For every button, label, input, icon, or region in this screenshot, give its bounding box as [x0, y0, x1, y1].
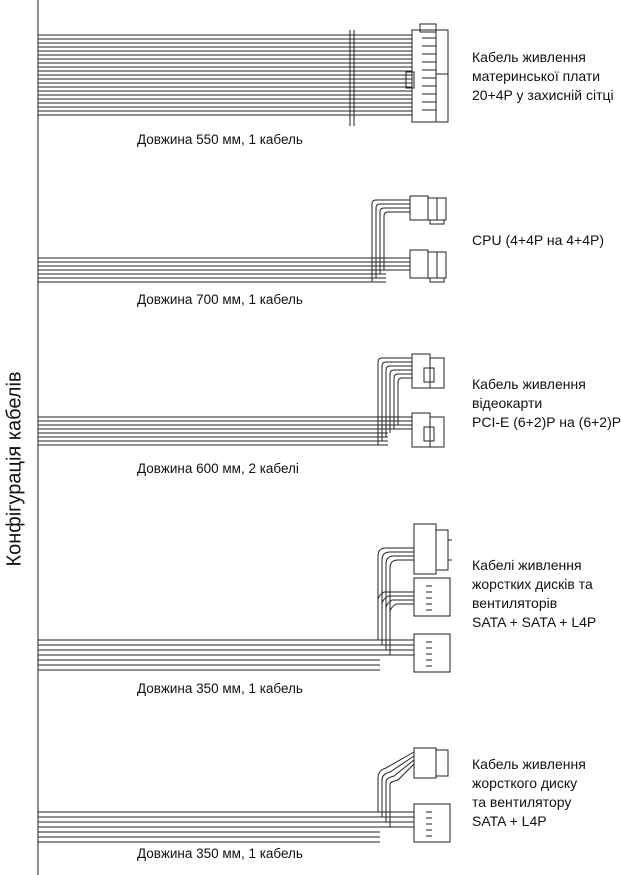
- label-line: PCI-E (6+2)P на (6+2)P: [472, 414, 621, 430]
- label-line: та вентилятору: [472, 794, 572, 810]
- sata-sata-l4p-cable-drawing: [38, 523, 452, 673]
- page-title: Конфігурація кабелів: [3, 371, 26, 567]
- sata-l4p-cable-drawing: [38, 747, 451, 843]
- vertical-title-container: Конфігурація кабелів: [0, 0, 30, 875]
- label-line: CPU (4+4P на 4+4P): [472, 232, 604, 248]
- cpu-cable-drawing: [38, 195, 447, 283]
- cable-label-sata-sata-l4p: Кабелі живлення жорстких дисків та венти…: [472, 556, 596, 632]
- cable-length-sata-sata-l4p: Довжина 350 мм, 1 кабель: [137, 681, 303, 696]
- label-line: Кабель живлення: [472, 376, 586, 392]
- label-line: Кабель живлення: [472, 49, 586, 65]
- label-line: жорстких дисків та: [472, 576, 593, 592]
- label-line: SATA + SATA + L4P: [472, 614, 597, 630]
- label-line: 20+4P у захисній сітці: [472, 87, 614, 103]
- label-line: відеокарти: [472, 395, 543, 411]
- cable-label-motherboard: Кабель живлення материнської плати 20+4P…: [472, 48, 614, 105]
- cable-label-cpu: CPU (4+4P на 4+4P): [472, 231, 604, 250]
- cable-length-motherboard: Довжина 550 мм, 1 кабель: [137, 132, 303, 147]
- cable-label-sata-l4p: Кабель живлення жорсткого диску та венти…: [472, 755, 586, 831]
- cable-length-cpu: Довжина 700 мм, 1 кабель: [137, 292, 303, 307]
- label-line: Кабелі живлення: [472, 557, 582, 573]
- cable-label-pcie: Кабель живлення відеокарти PCI-E (6+2)P …: [472, 375, 621, 432]
- cable-length-sata-l4p: Довжина 350 мм, 1 кабель: [137, 846, 303, 861]
- pcie-cable-drawing: [38, 353, 445, 448]
- cable-length-pcie: Довжина 600 мм, 2 кабелі: [137, 461, 299, 476]
- label-line: вентиляторів: [472, 595, 558, 611]
- label-line: Кабель живлення: [472, 756, 586, 772]
- label-line: материнської плати: [472, 68, 601, 84]
- label-line: жорсткого диску: [472, 775, 578, 791]
- label-line: SATA + L4P: [472, 813, 547, 829]
- motherboard-cable-drawing: [38, 23, 449, 126]
